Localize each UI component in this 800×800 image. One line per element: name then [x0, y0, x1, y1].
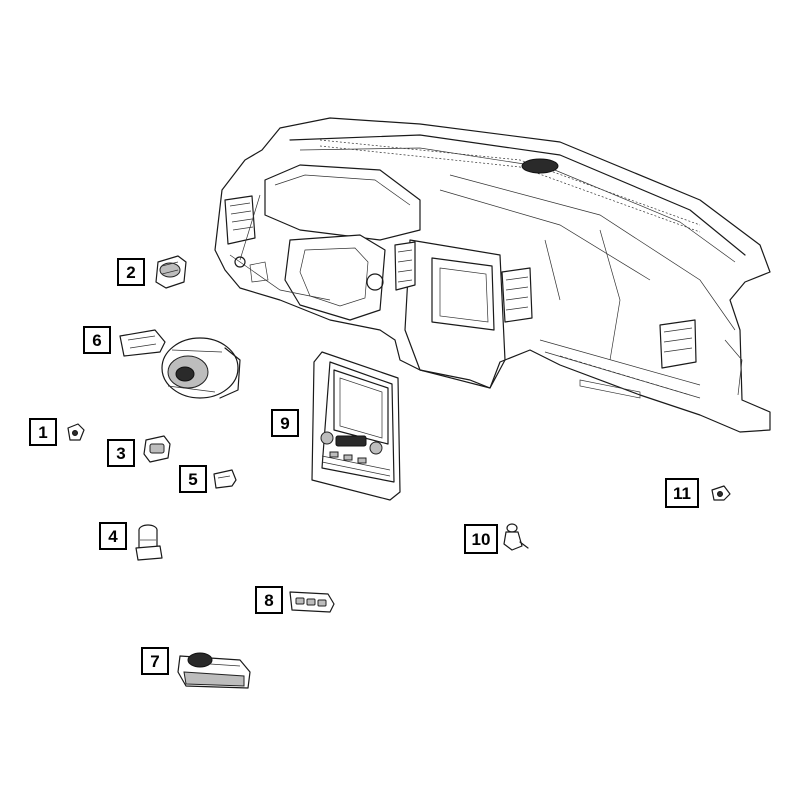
part-7-shifter-module: [177, 652, 251, 689]
callout-2-label: 2: [126, 263, 135, 282]
callout-5-label: 5: [188, 470, 197, 489]
callout-6-label: 6: [92, 331, 101, 350]
callout-5: 5: [179, 465, 207, 493]
callout-8: 8: [255, 586, 283, 614]
callout-6: 6: [83, 326, 111, 354]
callout-11: 11: [665, 478, 699, 508]
callout-9-label: 9: [280, 414, 289, 433]
part-2-headlamp-switch: [155, 255, 187, 289]
part-6-clockspring-assembly: [119, 329, 241, 399]
part-8-switch-bank: [289, 591, 335, 613]
callout-4-label: 4: [108, 527, 118, 546]
part-4-ignition-switch: [135, 524, 163, 561]
part-10-sensor: [503, 523, 529, 551]
callout-10-label: 10: [472, 530, 491, 549]
part-3-switch: [143, 435, 171, 463]
callout-9: 9: [271, 409, 299, 437]
part-1-clip: [67, 423, 85, 441]
callout-3-label: 3: [116, 444, 125, 463]
callout-7-label: 7: [150, 652, 159, 671]
callout-1: 1: [29, 418, 57, 446]
callout-4: 4: [99, 522, 127, 550]
part-5-connector: [213, 469, 237, 489]
callout-3: 3: [107, 439, 135, 467]
callout-1-label: 1: [38, 423, 47, 442]
callout-8-label: 8: [264, 591, 273, 610]
callout-7: 7: [141, 647, 169, 675]
callout-2: 2: [117, 258, 145, 286]
instrument-panel: [214, 117, 771, 433]
callout-10: 10: [464, 524, 498, 554]
callout-11-label: 11: [673, 484, 691, 503]
part-11-clip: [711, 485, 731, 501]
part-9-center-bezel-display: [311, 351, 401, 501]
